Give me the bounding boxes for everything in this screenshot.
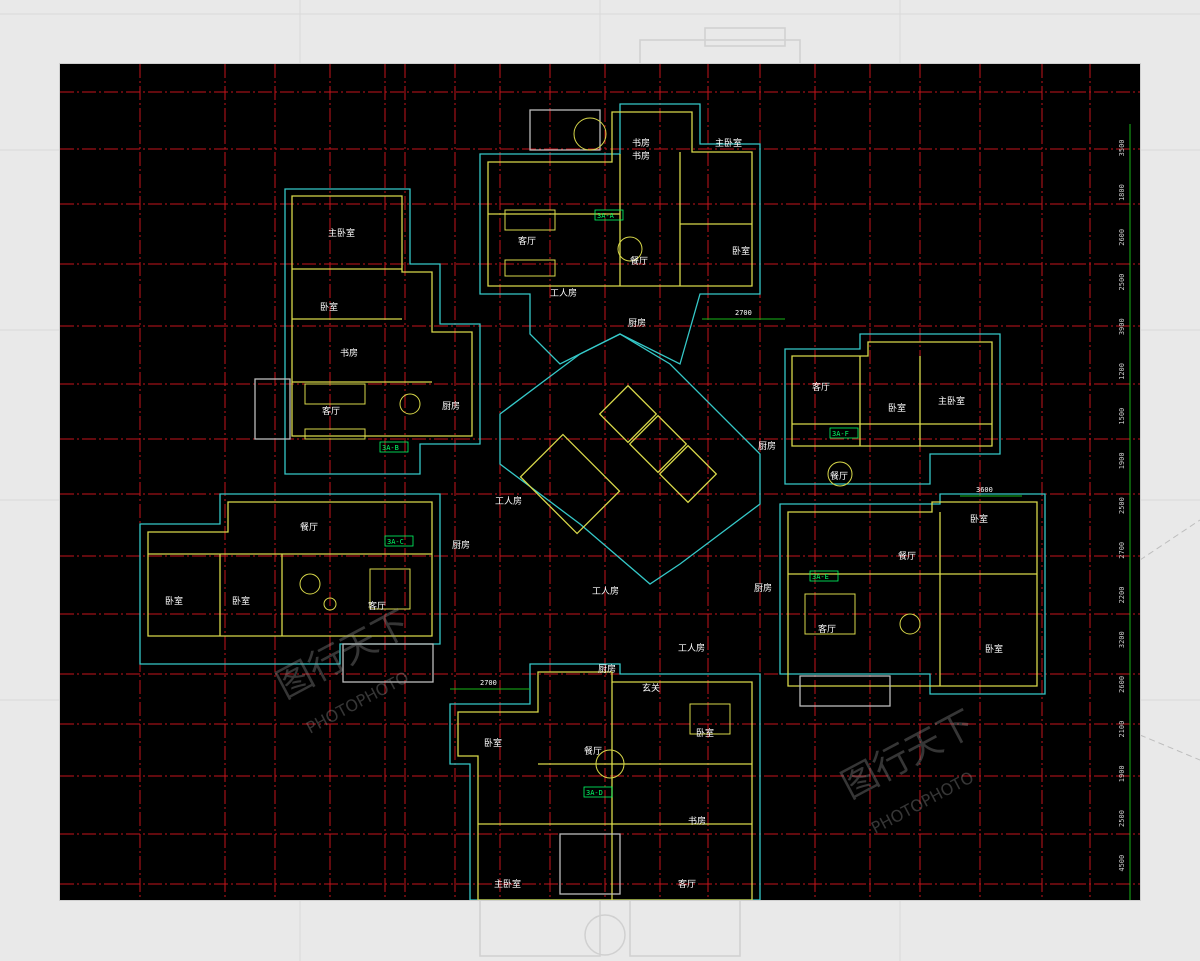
southeast-balcony-tiles [799,675,891,707]
e-living: 客厅 [812,381,830,393]
cad-drawing-canvas[interactable]: 主卧室 书房 客厅 餐厅 卧室 工人房 厨房 书房 主卧室 卧室 书房 客厅 厨… [60,64,1140,900]
south-balcony-tiles [559,833,621,895]
s-dining: 餐厅 [584,745,602,757]
s-living: 客厅 [678,878,696,890]
dimension-value: 4500 [1118,855,1126,872]
dimension-value: 2100 [1118,721,1126,738]
w-kitchen: 厨房 [442,400,460,412]
south-unit-walls [457,671,753,900]
elevator-1 [598,384,658,444]
dimension-value: 2600 [1118,229,1126,246]
sw-dining: 餐厅 [300,521,318,533]
c-worker: 工人房 [495,495,522,507]
w-study: 书房 [340,347,358,359]
southwest-unit-walls [147,501,433,637]
watermark: 图行天下 PHOTOPHOTO 图行天下 PHOTOPHOTO [270,603,981,837]
axis-grid [60,64,1140,900]
core-stair-elevator [499,333,761,585]
dimension-value: 1900 [1118,765,1126,782]
n-study: 书房 [632,137,650,149]
s-foyer: 玄关 [642,682,660,694]
n-master-bed: 主卧室 [715,137,742,149]
dimension-value: 3500 [1118,139,1126,156]
w-living: 客厅 [322,405,340,417]
north-unit-outline [479,103,761,365]
southwest-unit-outline [139,493,441,665]
north-unit-walls [487,111,753,287]
dimension-value: 1200 [1118,363,1126,380]
dimension-value: 2600 [1118,676,1126,693]
n-living: 客厅 [518,235,536,247]
se-dining: 餐厅 [898,550,916,562]
unit-tag-east: 3A-F [832,430,849,438]
dim-top-right: 2700 [735,309,752,317]
n-bedroom: 卧室 [732,245,750,257]
dimension-value: 2500 [1118,497,1126,514]
unit-tag-southeast: 3A-E [812,573,829,581]
southeast-unit-outline [779,493,1046,695]
dim-south-left: 2700 [480,679,497,687]
unit-tag-southwest: 3A-C [387,538,404,546]
dimension-value: 2500 [1118,274,1126,291]
s-study: 书房 [688,815,706,827]
dimension-value: 3900 [1118,318,1126,335]
dimension-value: 1500 [1118,408,1126,425]
e-master-bed: 主卧室 [938,395,965,407]
e-dining: 餐厅 [830,470,848,482]
dimension-value: 1800 [1118,184,1126,201]
n-kitchen: 厨房 [628,317,646,329]
east-dimension-chain: 3500 1800 2600 2500 3900 1200 1500 1900 2500 2700… [1118,139,1126,871]
se-bedroom-2: 卧室 [985,643,1003,655]
s-kitchen: 厨房 [598,663,616,675]
w-master-bed: 主卧室 [328,227,355,239]
furniture-symbols [299,117,921,779]
dimension-lines [450,124,1131,900]
room-name-labels: 主卧室 书房 客厅 餐厅 卧室 工人房 厨房 书房 主卧室 卧室 书房 客厅 厨… [165,137,1003,890]
west-unit-outline [284,188,481,475]
s-bedroom-1: 卧室 [484,737,502,749]
n-worker: 工人房 [550,287,577,299]
w-bedroom: 卧室 [320,301,338,313]
dim-east-top: 3600 [976,486,993,494]
s-bedroom-2: 卧室 [696,727,714,739]
north-balcony-tiles [529,109,601,151]
e-kitchen: 厨房 [758,440,776,452]
south-unit-outline [449,663,761,900]
unit-tag-south: 3A-D [586,789,603,797]
n-study-2: 书房 [632,150,650,162]
elevator-2 [628,414,688,474]
unit-tag-north: 3A-A [597,212,615,220]
southeast-unit-walls [787,501,1038,687]
unit-tags: 3A-A 3A-B 3A-C 3A-F 3A-E 3A-D [379,209,859,798]
stairs [519,433,621,535]
se-bedroom-1: 卧室 [970,513,988,525]
sw-bedroom-1: 卧室 [165,595,183,607]
s-master-bed: 主卧室 [494,878,521,890]
n-dining: 餐厅 [630,255,648,267]
west-unit-walls [291,195,473,437]
se-living: 客厅 [818,623,836,635]
west-balcony-tiles [254,378,291,440]
sw-bedroom-2: 卧室 [232,595,250,607]
dimension-value: 2700 [1118,542,1126,559]
dimension-value: 1900 [1118,452,1126,469]
dimension-value: 3200 [1118,631,1126,648]
elevator-3 [658,444,718,504]
e-bedroom: 卧室 [888,402,906,414]
s-worker-2: 工人房 [678,642,705,654]
east-unit-walls [791,341,993,447]
sw-living: 客厅 [368,600,386,612]
sw-kitchen: 厨房 [452,539,470,551]
s-worker-1: 工人房 [592,585,619,597]
se-kitchen: 厨房 [754,582,772,594]
floor-plan-units [139,103,1046,900]
dimension-value: 2200 [1118,587,1126,604]
dimension-value: 2500 [1118,810,1126,827]
southwest-balcony-tiles [342,643,434,683]
unit-tag-west: 3A-B [382,444,399,452]
